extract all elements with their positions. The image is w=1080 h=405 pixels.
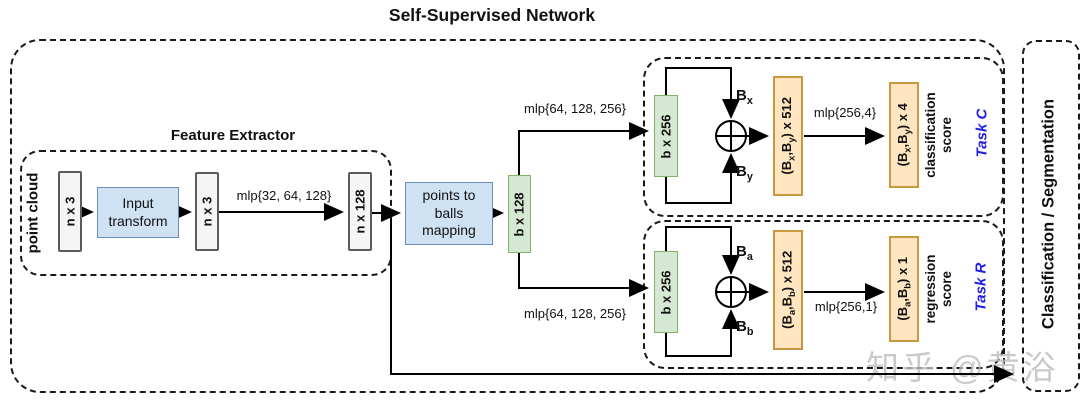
classification-segmentation-box [1022, 40, 1080, 392]
feature-extractor-title: Feature Extractor [170, 127, 296, 144]
task-r-branch-a-label: Ba [736, 243, 753, 263]
task-c-b256-tensor: b x 256 [654, 95, 678, 177]
task-r-label: Task R [972, 262, 990, 312]
task-c-label: Task C [973, 108, 991, 158]
self-supervised-network-boundary [10, 39, 1005, 393]
mapping-arrows [484, 122, 649, 297]
skip-connection-arrow [390, 213, 1014, 383]
task-r-output-tensor: (Ba,Bb) x 1 [889, 236, 919, 342]
task-r-wires [665, 226, 885, 357]
task-c-wires [665, 67, 885, 204]
b128-tensor: b x 128 [508, 175, 531, 253]
mlp-top-label: mlp{64, 128, 256} [524, 101, 626, 116]
concat-plus-icon [715, 120, 747, 152]
task-c-concat-tensor: (Bx,By) x 512 [773, 76, 803, 196]
task-r-mlp-label: mlp{256,1} [814, 299, 878, 314]
fe-mlp-label: mlp{32, 64, 128} [236, 188, 332, 203]
points-to-balls-mapping-block: points to balls mapping [405, 182, 493, 245]
point-cloud-label: point cloud [24, 172, 42, 254]
task-c-branch-x-label: Bx [736, 87, 753, 107]
fe-transformed-tensor: n x 3 [195, 172, 219, 251]
task-c-output-tensor: (Bx,By) x 4 [889, 82, 919, 188]
watermark: 知乎 @黄浴 [866, 349, 1059, 386]
task-r-concat-tensor: (Ba,Bb) x 512 [773, 230, 803, 350]
fe-input-tensor: n x 3 [58, 171, 82, 252]
fe-arrows [74, 203, 401, 222]
task-c-mlp-label: mlp{256,4} [813, 105, 877, 120]
concat-plus-icon [715, 276, 747, 308]
task-c-branch-y-label: By [736, 163, 753, 183]
mlp-bottom-label: mlp{64, 128, 256} [524, 306, 626, 321]
classification-segmentation-label: Classification / Segmentation [1039, 98, 1058, 330]
input-transform-block: Input transform [97, 187, 179, 238]
task-r-b256-tensor: b x 256 [654, 251, 678, 333]
fe-output-tensor: n x 128 [348, 172, 372, 251]
task-c-score-label: classification score [922, 92, 954, 178]
task-r-branch-b-label: Bb [736, 318, 754, 338]
diagram-title: Self-Supervised Network [388, 5, 596, 25]
task-r-score-label: regression score [922, 254, 954, 324]
